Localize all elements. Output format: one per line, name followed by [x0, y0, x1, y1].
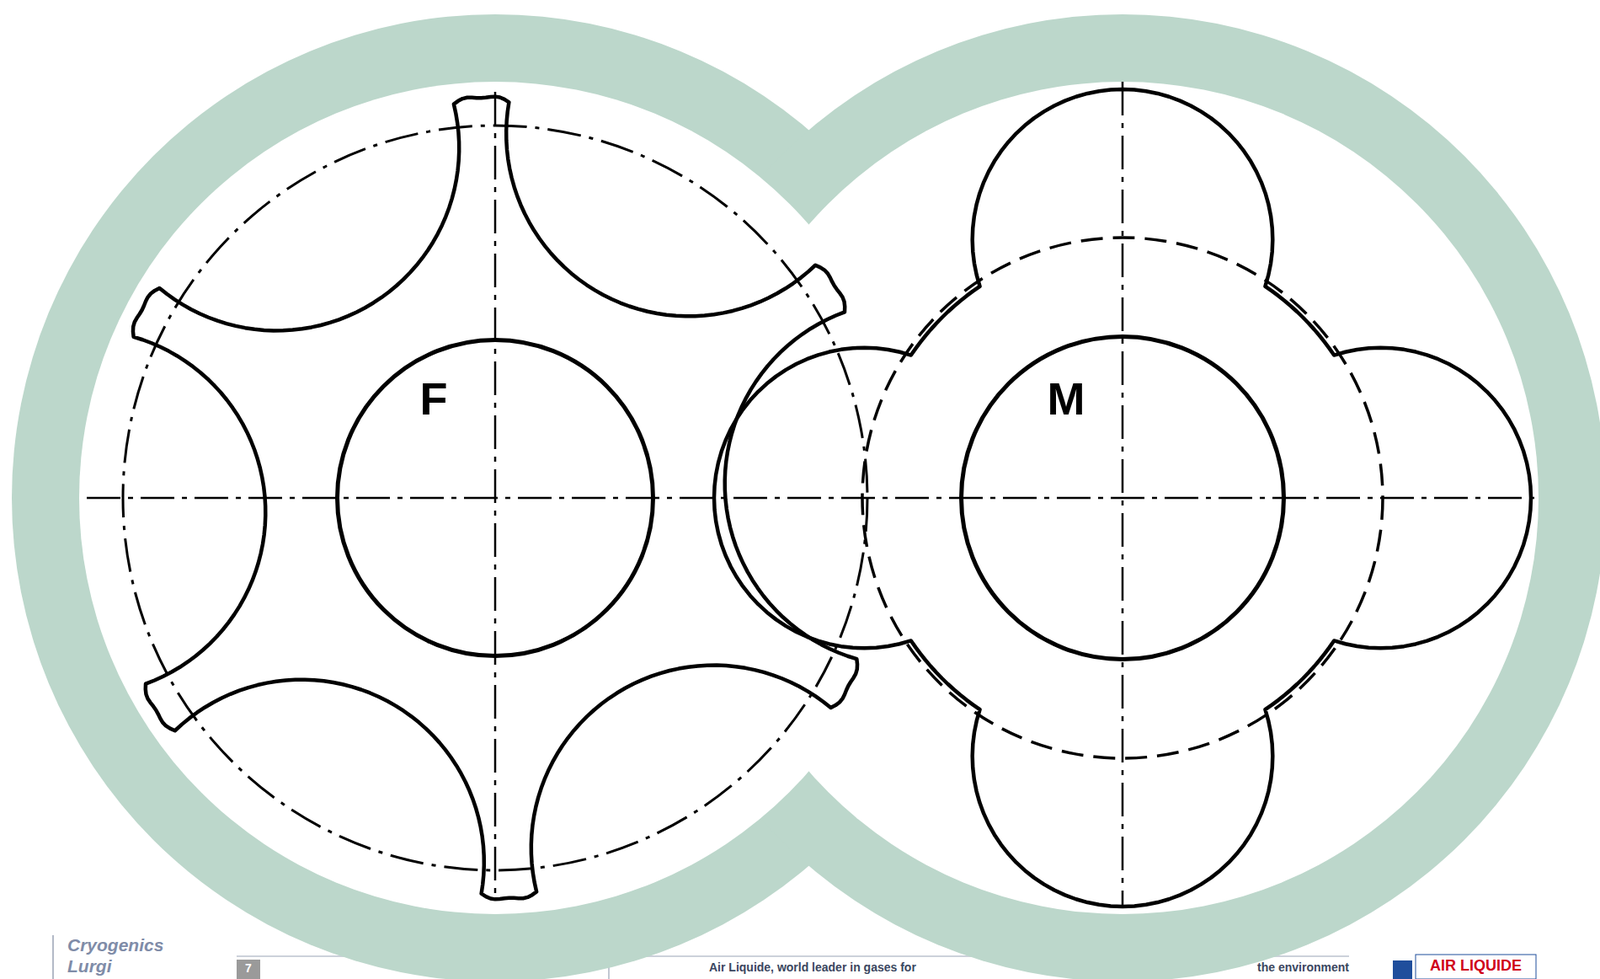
- logo-box: [1415, 954, 1536, 979]
- rotor-hub: F: [335, 337, 656, 658]
- center-line: [86, 496, 1536, 500]
- hub-circle: [337, 340, 654, 656]
- footer-text: Cryogenics: [67, 934, 164, 955]
- center-line: [1121, 81, 1125, 908]
- housing-ring: [11, 14, 1600, 979]
- hub-circle-outline: [959, 334, 1286, 662]
- hub-circle: [961, 336, 1285, 660]
- rotor-letter: F: [420, 375, 448, 422]
- pitch-circle: [122, 125, 868, 870]
- logo-mark: [1392, 960, 1413, 979]
- footer-text: Air Liquide, world leader in gases for: [709, 960, 917, 974]
- rotor-hub: M: [959, 334, 1286, 662]
- female-rotor-profile: [133, 96, 858, 900]
- pitch-circles: [122, 125, 1383, 870]
- hub-circle-outline: [335, 337, 656, 658]
- center-line: [494, 91, 497, 898]
- footer-rule: [52, 934, 54, 979]
- housing-outer: [639, 14, 1600, 979]
- male-rotor-profile: [714, 89, 1531, 907]
- pitch-circle: [862, 237, 1383, 758]
- footer-text: AIR LIQUIDE: [1415, 957, 1536, 975]
- page-number-box: [236, 959, 261, 979]
- rotor-letter: M: [1047, 375, 1086, 422]
- footer-text: 7: [236, 961, 261, 975]
- footer-text: the environment: [1257, 960, 1350, 974]
- center-lines: [86, 81, 1536, 908]
- footer-text: Lurgi: [67, 955, 112, 976]
